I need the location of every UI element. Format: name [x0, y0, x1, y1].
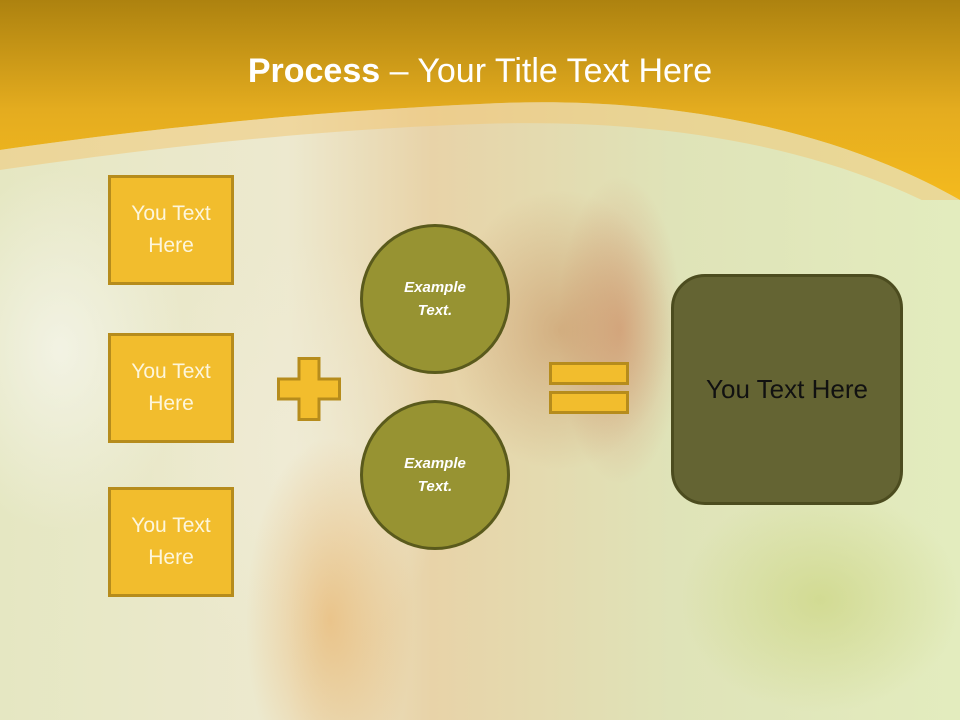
text-box-label: You Text Here [131, 514, 211, 569]
result-box: You Text Here [671, 274, 903, 505]
title-rest: – Your Title Text Here [380, 52, 713, 90]
header-banner: Process – Your Title Text Here [0, 0, 960, 200]
equals-icon [549, 362, 629, 414]
text-box-label: You Text Here [131, 360, 211, 415]
page-title: Process – Your Title Text Here [0, 52, 960, 91]
text-box-label: You Text Here [131, 202, 211, 257]
text-box-3: You Text Here [108, 487, 234, 597]
header-wave-shape [0, 0, 960, 200]
circle-label: Example Text. [404, 279, 466, 319]
example-circle-2: Example Text. [360, 400, 510, 550]
text-box-1: You Text Here [108, 175, 234, 285]
title-bold: Process [247, 52, 381, 90]
text-box-2: You Text Here [108, 333, 234, 443]
result-label: You Text Here [706, 374, 868, 404]
example-circle-1: Example Text. [360, 224, 510, 374]
circle-label: Example Text. [404, 455, 466, 495]
plus-icon [277, 357, 341, 421]
